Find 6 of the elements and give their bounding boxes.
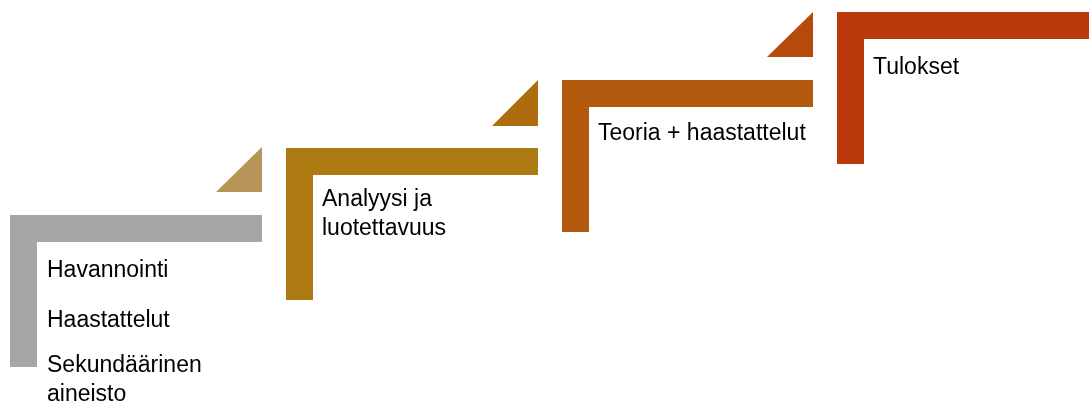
step-label: Teoria + haastattelut	[598, 118, 807, 147]
step-label: Analyysi ja luotettavuus	[322, 184, 448, 242]
step-label: Havannointi	[47, 255, 170, 284]
step-label: Tulokset	[873, 52, 961, 81]
step-label: Haastattelut	[47, 305, 171, 334]
step-label: Sekundäärinen aineisto	[47, 350, 203, 408]
